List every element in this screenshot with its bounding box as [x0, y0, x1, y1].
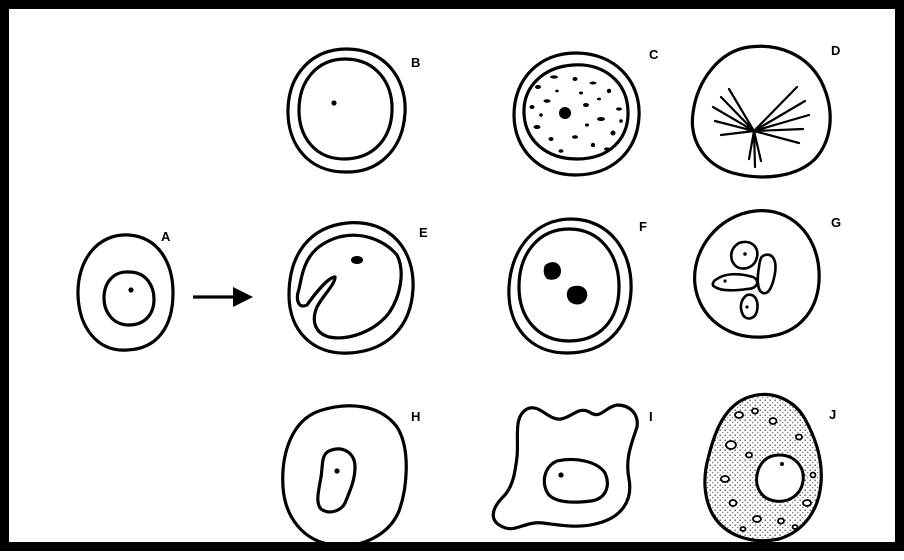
cell-label-e: E: [419, 225, 428, 240]
cell-label-j: J: [829, 407, 836, 422]
cell-label-d: D: [831, 43, 840, 58]
cell-diagram: A B C: [9, 9, 904, 560]
cell-d: D: [692, 43, 840, 177]
cell-a: A: [78, 229, 173, 350]
cell-label-i: I: [649, 409, 653, 424]
cell-label-g: G: [831, 215, 841, 230]
cell-label-c: C: [649, 47, 659, 62]
cell-b: B: [288, 49, 420, 172]
right-arrow-icon: [193, 287, 253, 307]
cell-f: F: [509, 219, 647, 353]
cell-h: H: [283, 406, 421, 546]
cell-g: G: [695, 211, 842, 338]
cell-label-b: B: [411, 55, 420, 70]
cell-label-f: F: [639, 219, 647, 234]
cell-i: I: [493, 405, 652, 529]
cell-c: C: [514, 47, 659, 175]
cell-label-h: H: [411, 409, 420, 424]
cell-e: E: [289, 223, 428, 353]
cell-j: J: [705, 394, 836, 540]
cell-label-a: A: [161, 229, 171, 244]
